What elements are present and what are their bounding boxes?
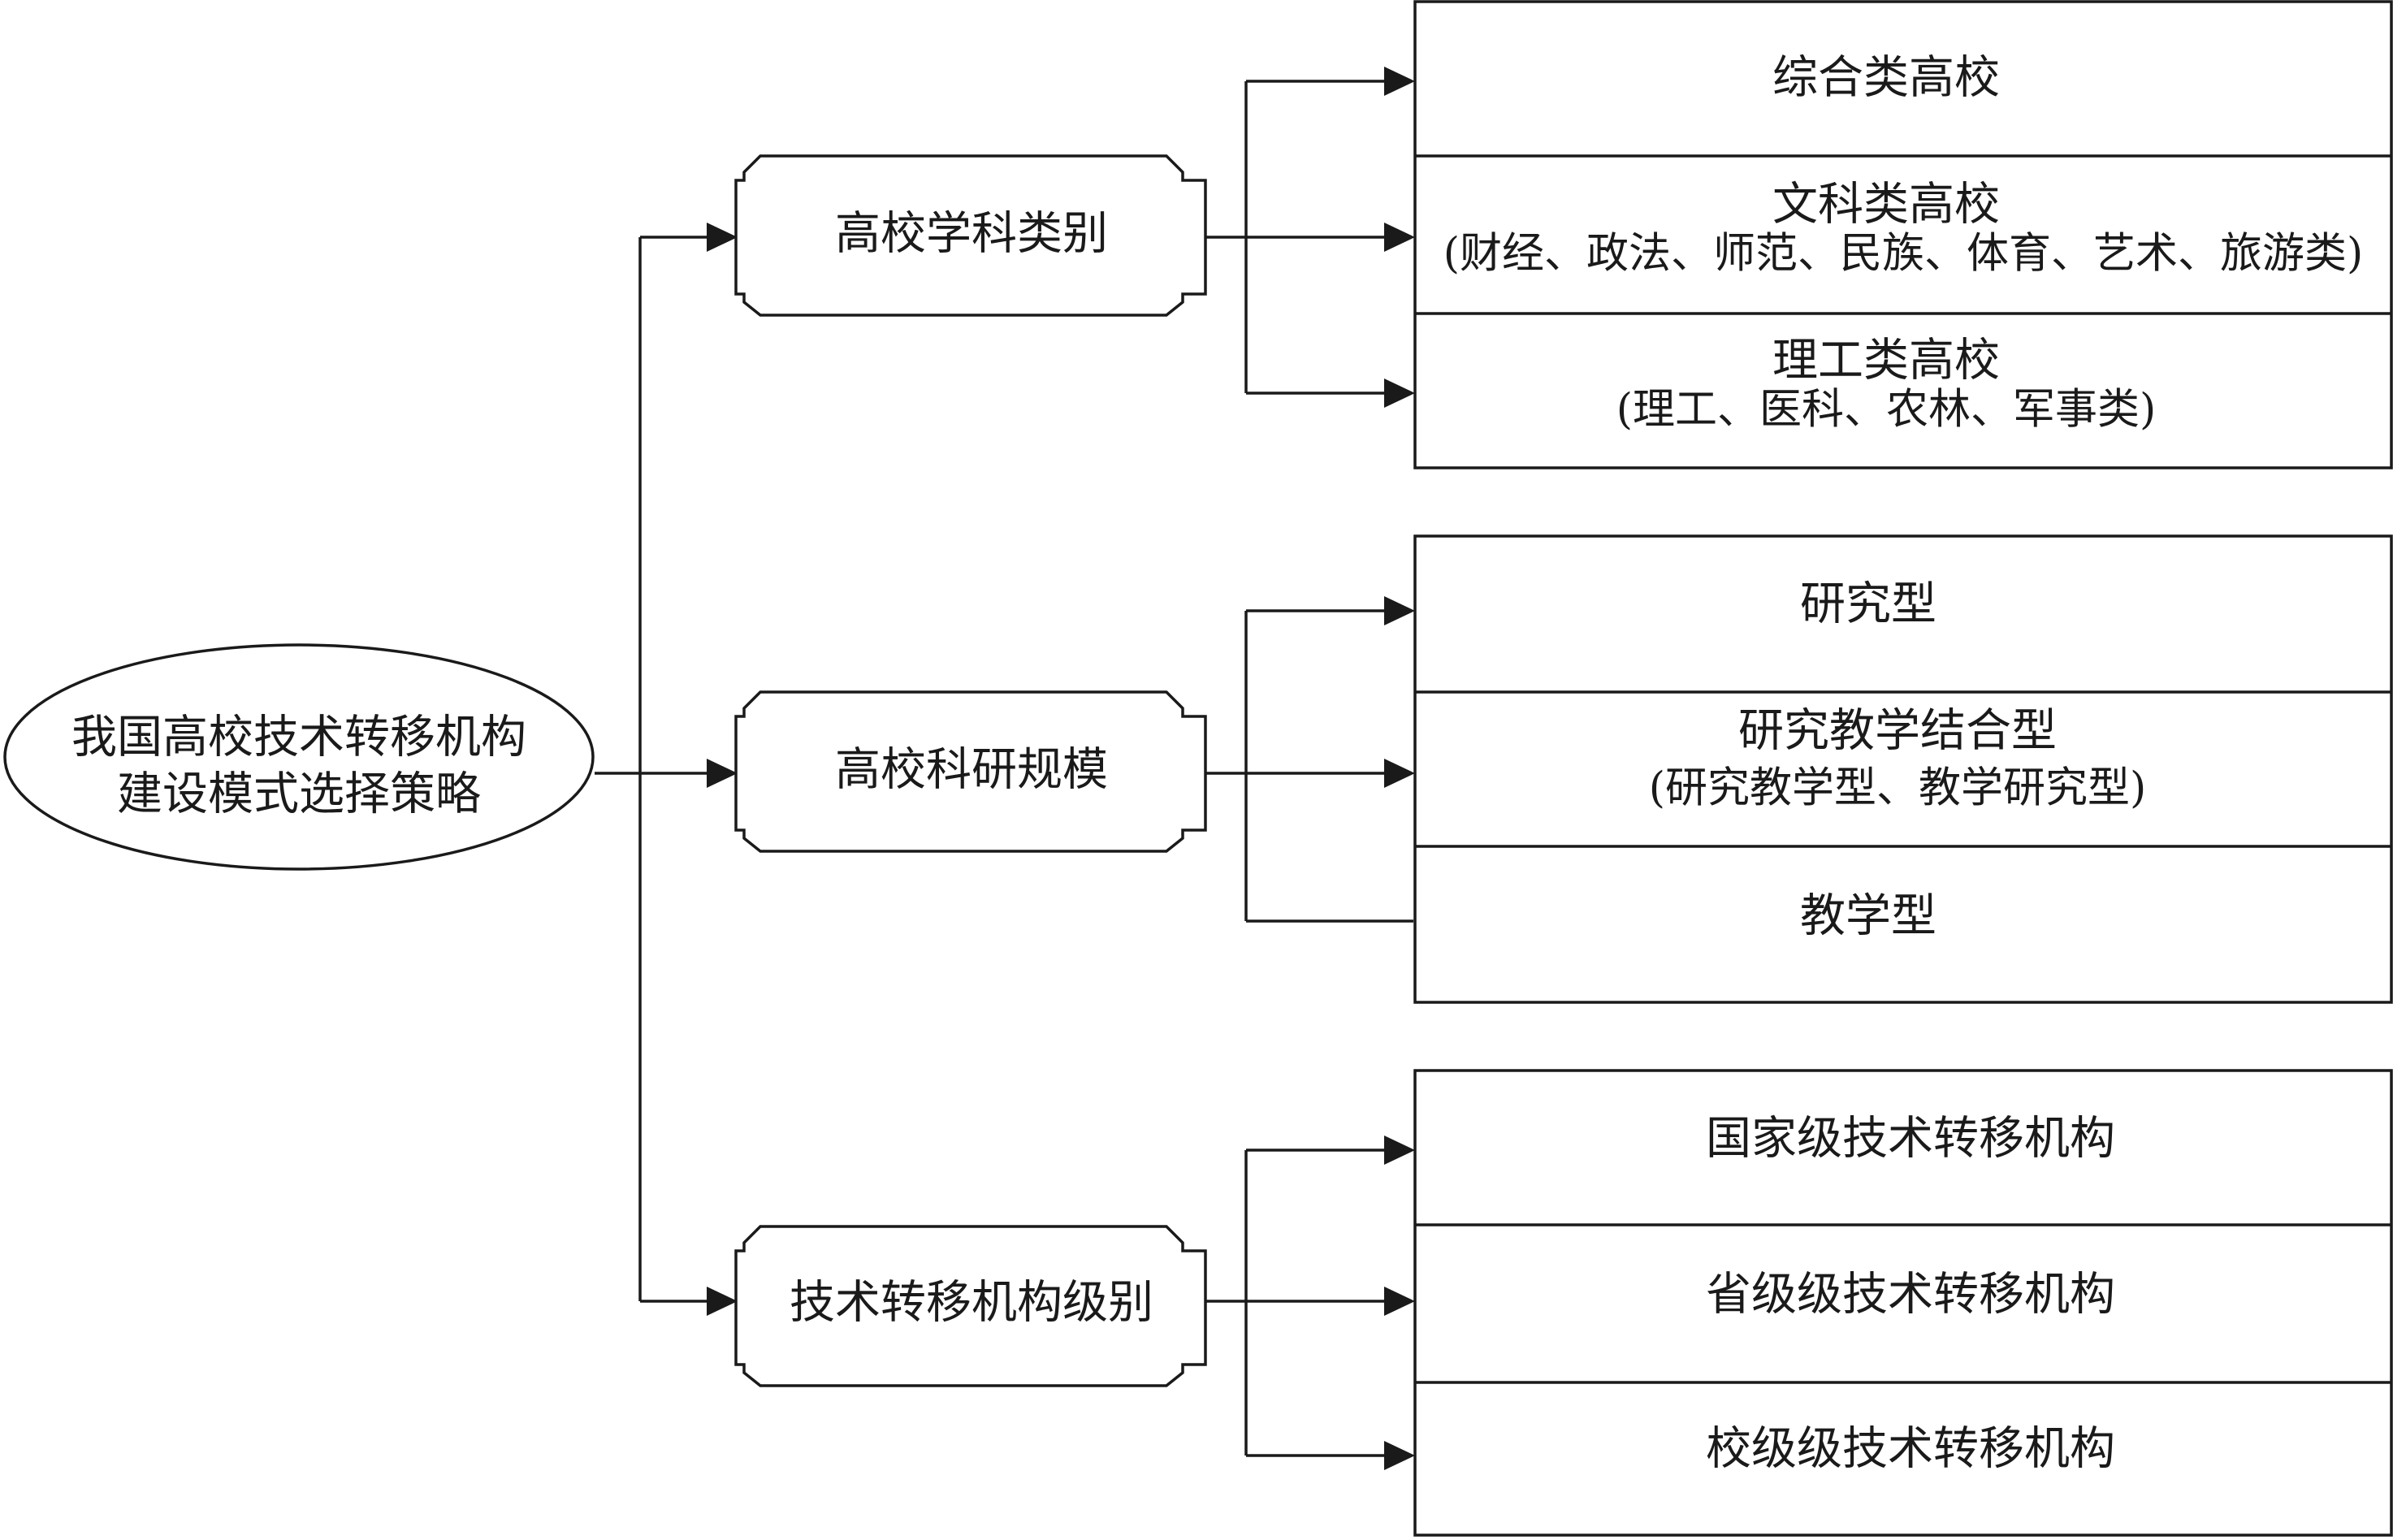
category-1-label: 高校学科类别 xyxy=(835,208,1108,261)
option-1-2-line1: 文科类高校 xyxy=(1772,179,2000,231)
option-2-1-line1: 研究型 xyxy=(1800,578,1936,631)
category-3-connectors xyxy=(1205,1136,1415,1470)
arrow-to-option-1-1 xyxy=(1384,67,1415,96)
root-title-line2: 建设模式选择策略 xyxy=(117,768,481,821)
arrow-to-category-1 xyxy=(707,223,738,252)
option-2-2-line2: (研究教学型、教学研究型) xyxy=(1649,764,2147,813)
arrow-to-option-3-2 xyxy=(1384,1287,1415,1316)
arrow-to-option-2-2 xyxy=(1384,759,1415,788)
arrow-to-category-2 xyxy=(707,759,738,788)
option-1-3-line2: (理工、医科、农林、军事类) xyxy=(1616,386,2157,435)
category-node-1: 高校学科类别 xyxy=(734,154,1207,317)
option-group-1: 综合类高校 文科类高校 (财经、政法、师范、民族、体育、艺术、旅游类) 理工类高… xyxy=(1413,0,2393,469)
option-group-2: 研究型 研究教学结合型 (研究教学型、教学研究型) 教学型 xyxy=(1413,534,2393,1004)
category-2-label: 高校科研规模 xyxy=(835,744,1108,797)
option-2-2-line1: 研究教学结合型 xyxy=(1738,705,2057,758)
arrow-to-option-3-3 xyxy=(1384,1441,1415,1470)
option-3-3-line1: 校级级技术转移机构 xyxy=(1706,1423,2115,1476)
root-title-line1: 我国高校技术转移机构 xyxy=(71,712,526,764)
arrow-to-category-3 xyxy=(707,1287,738,1316)
option-3-2-line1: 省级级技术转移机构 xyxy=(1706,1269,2115,1322)
root-node: 我国高校技术转移机构 建设模式选择策略 xyxy=(3,643,595,871)
category-node-2: 高校科研规模 xyxy=(734,690,1207,853)
category-2-connectors xyxy=(1205,596,1415,923)
arrow-to-option-1-3 xyxy=(1384,379,1415,408)
option-1-1-line1: 综合类高校 xyxy=(1772,52,2000,105)
option-group-3: 国家级技术转移机构 省级级技术转移机构 校级级技术转移机构 xyxy=(1413,1069,2393,1537)
root-connectors xyxy=(595,223,738,1316)
option-1-3-line1: 理工类高校 xyxy=(1772,335,2000,387)
category-3-label: 技术转移机构级别 xyxy=(790,1277,1153,1330)
arrow-to-option-3-1 xyxy=(1384,1136,1415,1165)
category-node-3: 技术转移机构级别 xyxy=(734,1225,1207,1387)
arrow-to-option-2-1 xyxy=(1384,596,1415,625)
arrow-to-option-1-2 xyxy=(1384,223,1415,252)
category-1-connectors xyxy=(1205,67,1415,408)
option-1-2-line2: (财经、政法、师范、民族、体育、艺术、旅游类) xyxy=(1443,230,2364,279)
option-2-3-line1: 教学型 xyxy=(1800,890,1936,943)
option-3-1-line1: 国家级技术转移机构 xyxy=(1706,1113,2115,1166)
